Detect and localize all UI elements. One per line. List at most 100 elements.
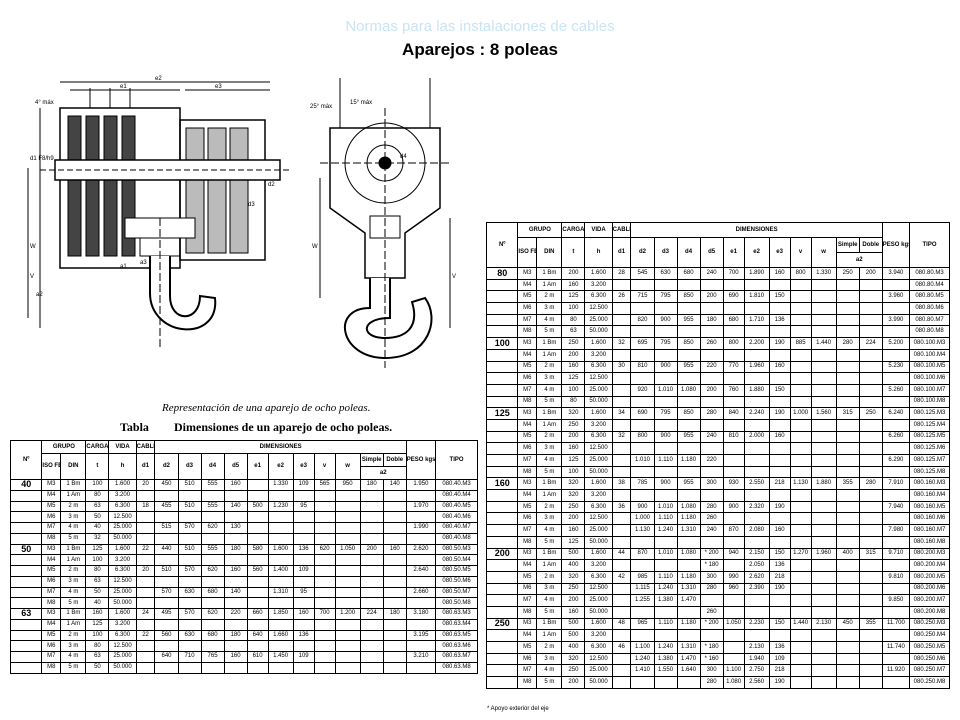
table-cell: 240 <box>699 430 724 444</box>
table-cell: M7 <box>517 454 538 467</box>
table-cell: 080.40.M3 <box>435 479 478 491</box>
table-cell: M6 <box>517 372 538 385</box>
table-cell: 1 Am <box>60 489 87 502</box>
table-cell: 2.000 <box>743 430 770 444</box>
table-cell <box>722 418 745 432</box>
table-cell <box>768 302 791 315</box>
table-cell <box>789 372 812 385</box>
table-cell <box>835 500 860 514</box>
table-cell: 250 <box>561 582 586 596</box>
table-cell: 1 Bm <box>536 337 563 350</box>
table-cell <box>135 511 156 523</box>
table-cell <box>743 465 770 479</box>
table-cell <box>881 489 911 502</box>
table-cell: 570 <box>154 586 179 599</box>
table-cell: 5 m <box>60 532 87 545</box>
col-d3: d3 <box>653 237 678 268</box>
table-cell: 1.600 <box>108 479 137 491</box>
table-cell <box>881 676 911 689</box>
table-cell <box>676 489 701 502</box>
col-a2: a2 <box>359 466 407 480</box>
table-cell <box>835 395 860 409</box>
table-cell <box>359 618 384 631</box>
col-carga: CARGA <box>85 440 110 454</box>
col-d5: d5 <box>699 237 724 268</box>
table-cell: M5 <box>41 500 62 513</box>
table-cell: 1.970 <box>405 500 437 513</box>
table-cell <box>485 372 519 385</box>
table-cell <box>835 348 860 362</box>
table-cell <box>699 594 724 607</box>
table-cell: 200 <box>858 267 883 280</box>
table-cell <box>223 618 248 631</box>
table-cell <box>334 500 361 513</box>
table-cell: 80 <box>561 313 586 327</box>
table-cell: M8 <box>41 661 62 674</box>
table-cell: 810 <box>630 360 655 374</box>
table-cell <box>858 465 883 479</box>
table-cell <box>292 661 315 674</box>
table-cell: M7 <box>41 586 62 599</box>
table-cell <box>810 290 837 304</box>
table-cell: 32 <box>85 532 110 545</box>
table-cell <box>200 554 225 566</box>
table-cell: 160 <box>292 608 315 620</box>
table-cell: 1 Bm <box>536 547 563 561</box>
table-cell <box>810 512 837 526</box>
table-cell: 440 <box>154 543 179 556</box>
col-e1: e1 <box>722 237 745 268</box>
table-cell <box>881 465 911 479</box>
table-cell <box>334 661 361 674</box>
table-cell: 080.80.M6 <box>909 302 950 315</box>
table-cell: 1.050 <box>334 543 361 556</box>
table-cell <box>858 348 883 362</box>
table-cell: 3.940 <box>881 267 911 280</box>
table-cell <box>405 640 437 652</box>
table-cell <box>858 582 883 596</box>
table-cell <box>881 605 911 619</box>
table-cell: 250 <box>835 267 860 280</box>
table-cell <box>810 629 837 642</box>
table-cell <box>382 511 407 523</box>
table-cell: M5 <box>517 290 538 304</box>
table-cell <box>359 640 384 652</box>
table-cell: 1.550 <box>653 664 678 678</box>
table-cell: 610 <box>246 651 269 663</box>
table-cell: 2 m <box>60 629 87 642</box>
table-cell <box>653 489 678 502</box>
table-cell <box>9 640 43 652</box>
table-cell: 1.600 <box>267 543 294 556</box>
table-cell <box>382 489 407 502</box>
table-cell <box>630 559 655 572</box>
table-cell: 125 <box>561 372 586 385</box>
table-cell <box>611 629 632 642</box>
table-cell: M7 <box>517 313 538 327</box>
table-cell <box>676 559 701 572</box>
table-cell: 795 <box>653 337 678 350</box>
table-cell: 160 <box>768 360 791 374</box>
table-cell <box>485 535 519 549</box>
table-cell <box>405 532 437 545</box>
table-cell <box>743 278 770 292</box>
table-cell: 080.160.M5 <box>909 500 950 514</box>
table-cell: 63 <box>561 325 586 339</box>
table-cell: 080.50.M5 <box>435 565 478 577</box>
table-cell: 500 <box>246 500 269 513</box>
table-cell: 1.010 <box>653 500 678 514</box>
table-cell <box>676 442 701 455</box>
table-cell: 1.240 <box>630 652 655 666</box>
table-cell <box>858 418 883 432</box>
table-cell <box>789 652 812 666</box>
table-cell <box>485 348 519 362</box>
table-cell: 50.000 <box>584 605 613 619</box>
table-cell <box>699 489 724 502</box>
table-cell: 2 m <box>536 430 563 444</box>
table-cell <box>653 302 678 315</box>
table-cell: 125 <box>85 618 110 631</box>
table-cell: 820 <box>630 313 655 327</box>
table-cell: 160 <box>223 565 248 577</box>
table-cell: 680 <box>200 629 225 642</box>
